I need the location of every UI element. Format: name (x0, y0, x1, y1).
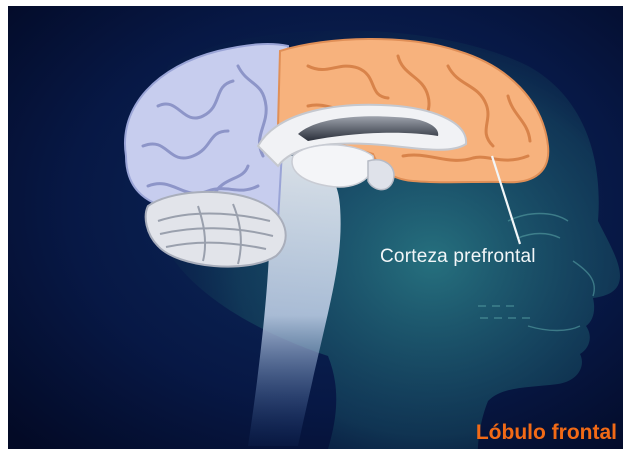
frontal-lobe-title: Lóbulo frontal (476, 421, 617, 445)
prefrontal-cortex-label: Corteza prefrontal (380, 246, 536, 268)
brain-illustration: Corteza prefrontal Lóbulo frontal (8, 6, 623, 449)
brain-diagram (8, 6, 623, 449)
